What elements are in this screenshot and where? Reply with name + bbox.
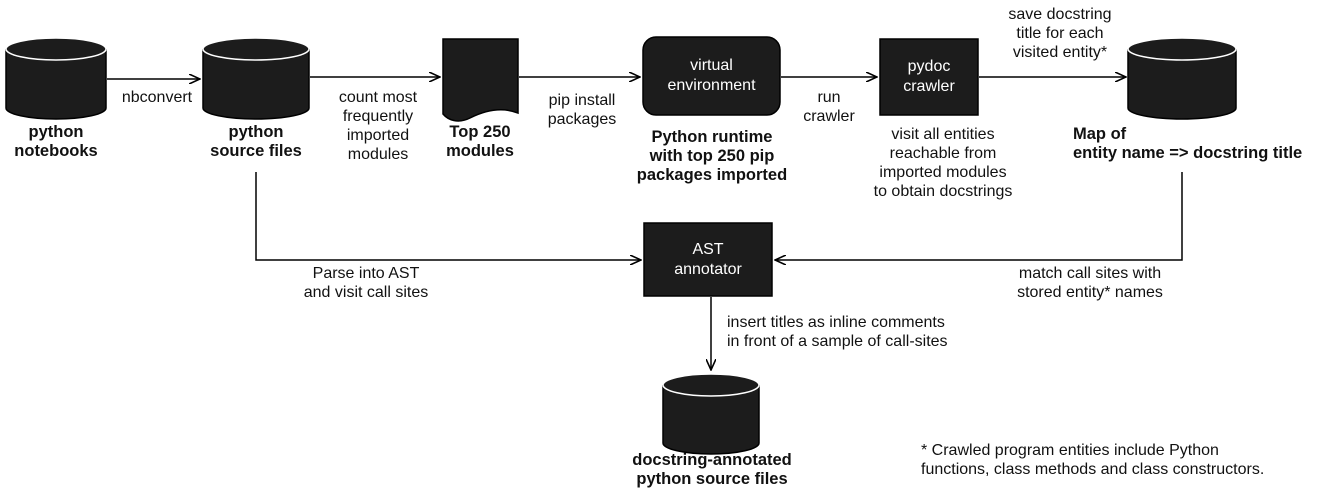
- virtual-environment-box: [642, 36, 781, 116]
- docstring-map-label: Map of entity name => docstring title: [1073, 125, 1303, 162]
- ast-annotator-box: [643, 222, 773, 297]
- ast-annotator-text: AST annotator: [674, 241, 742, 278]
- virtual-environment-text: virtual environment: [667, 57, 756, 94]
- run-crawler-edge-label: run crawler: [803, 89, 855, 125]
- annotated-files-database-icon: [662, 373, 760, 455]
- footnote: * Crawled program entities include Pytho…: [921, 442, 1265, 478]
- pydoc-crawler-caption: visit all entities reachable from import…: [873, 126, 1013, 200]
- parse-ast-edge-label: Parse into AST and visit call sites: [303, 265, 429, 301]
- match-calls-edge-label: match call sites with stored entity* nam…: [1017, 265, 1163, 301]
- arrow-match-calls: [775, 172, 1183, 260]
- python-source-files-label: python source files: [210, 123, 302, 160]
- python-notebooks-database-icon: [5, 37, 107, 120]
- pydoc-crawler-text: pydoc crawler: [903, 58, 955, 95]
- nbconvert-edge-label: nbconvert: [121, 89, 193, 106]
- top250-modules-label: Top 250 modules: [446, 123, 514, 160]
- count-modules-edge-label: count most frequently imported modules: [338, 89, 418, 163]
- save-docstring-edge-label: save docstring title for each visited en…: [1008, 6, 1112, 61]
- python-notebooks-label: python notebooks: [14, 123, 98, 160]
- docstring-map-database-icon: [1127, 37, 1237, 120]
- virtual-environment-caption: Python runtime with top 250 pip packages…: [636, 128, 788, 184]
- python-source-files-database-icon: [202, 37, 310, 120]
- arrow-parse-ast: [255, 172, 641, 260]
- pip-install-edge-label: pip install packages: [547, 92, 617, 128]
- pydoc-crawler-box: [879, 38, 979, 116]
- top250-modules-document-icon: [442, 38, 519, 122]
- insert-titles-edge-label: insert titles as inline comments in fron…: [727, 314, 948, 350]
- annotated-files-label: docstring-annotated python source files: [632, 451, 792, 488]
